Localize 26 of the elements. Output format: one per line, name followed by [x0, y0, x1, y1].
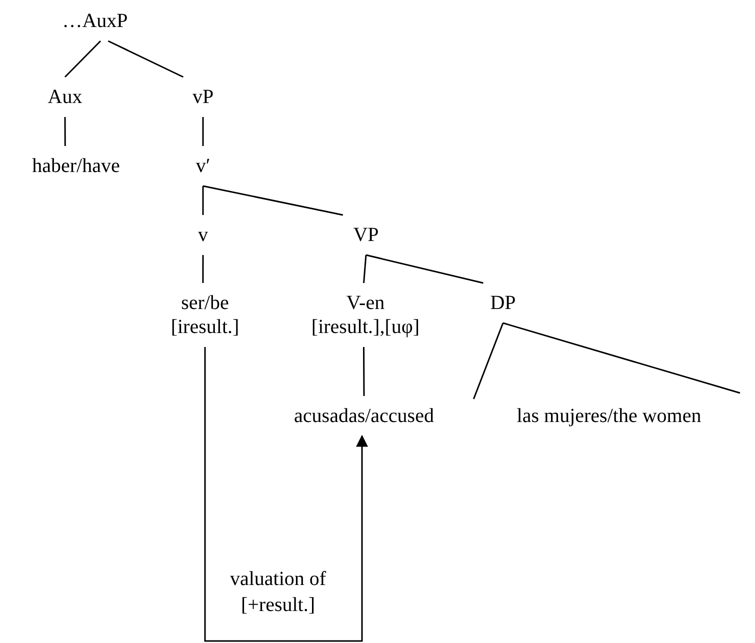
- node-label: …AuxP: [40, 2, 150, 40]
- node-label: v: [180, 216, 226, 254]
- node-label: DP: [470, 284, 536, 322]
- node-label: acusadas/accused: [264, 397, 464, 435]
- node-label: las mujeres/the women: [468, 397, 750, 435]
- tree-branch-line: [366, 254, 484, 284]
- tree-branch-line: [472, 322, 741, 400]
- tree-branch-line: [363, 347, 365, 396]
- tree-branch-line: [202, 117, 204, 146]
- tree-branch-line: [64, 117, 66, 146]
- node-label: ser/be: [180, 291, 230, 315]
- tree-branch-line: [202, 185, 344, 216]
- tree-branch-line: [363, 254, 367, 284]
- tree-branch-line: [202, 255, 204, 283]
- node-label: V-en: [345, 291, 386, 315]
- node-label: Aux: [20, 78, 110, 116]
- node-label: haber/have: [8, 147, 144, 185]
- arrow: [204, 347, 368, 642]
- tree-branch-line: [202, 186, 204, 215]
- tree-branch-line: [64, 40, 102, 78]
- node-label: v′: [180, 147, 226, 185]
- node-label: vP: [170, 78, 236, 116]
- node-label: VP: [333, 216, 399, 254]
- feature-label: [iresult.]: [170, 315, 240, 339]
- tree-branch-line: [108, 40, 184, 78]
- feature-label: [iresult.],[uφ]: [310, 315, 421, 339]
